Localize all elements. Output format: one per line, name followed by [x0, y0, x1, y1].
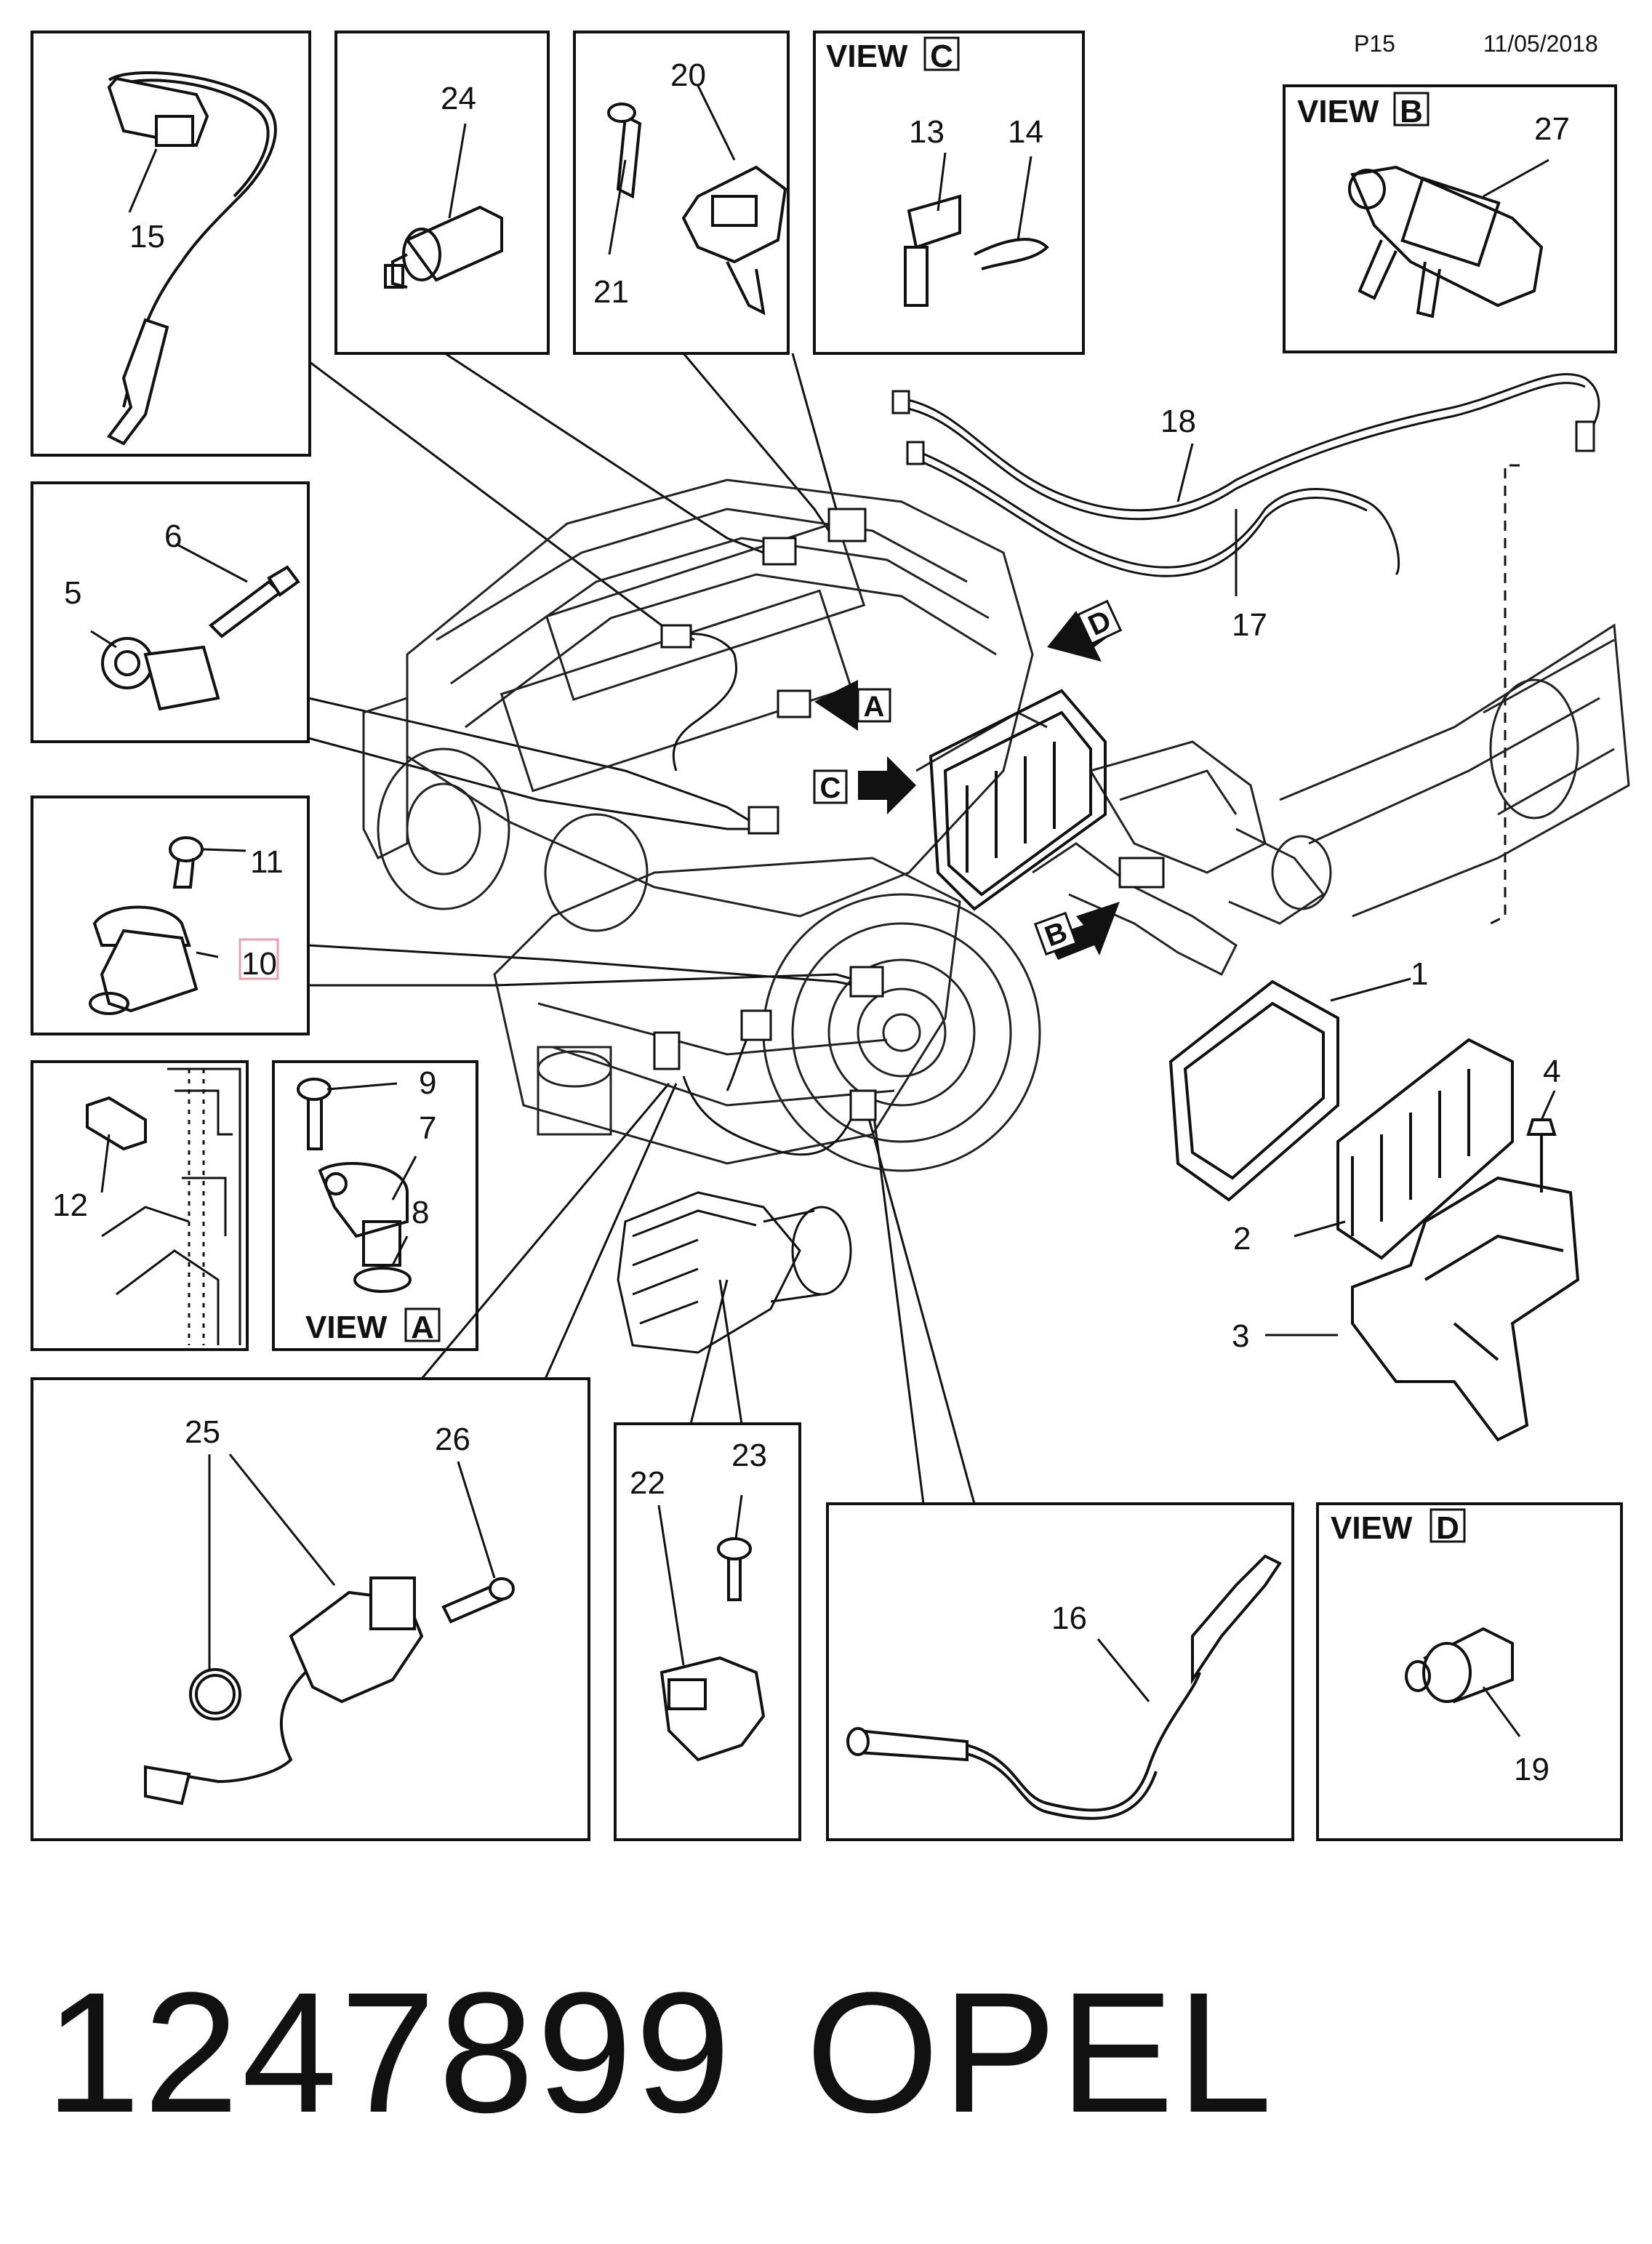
- view-d-drawing: [1405, 1627, 1514, 1704]
- callout-16: 16: [1051, 1600, 1087, 1636]
- ecu-exploded-parts: [1168, 979, 1580, 1442]
- view-a-letter: A: [411, 1310, 434, 1345]
- panel-sensor-10-11: [31, 796, 310, 1035]
- throttle-assembly: [617, 1191, 852, 1354]
- sensor-on-engine-20: [827, 508, 867, 542]
- callout-14: 14: [1008, 114, 1043, 150]
- sensor-on-engine-16: [849, 1089, 877, 1121]
- callout-leaders: [90, 85, 1556, 1737]
- leader-lines: [308, 352, 1520, 1504]
- harness-connector-17: [906, 441, 925, 465]
- callout-17: 17: [1232, 607, 1267, 643]
- part-1-cover: [1168, 979, 1339, 1202]
- harness-connector-end: [1575, 420, 1595, 452]
- callout-19: 19: [1514, 1752, 1549, 1787]
- sensor-on-engine-5: [747, 806, 779, 835]
- panel-oxygen-sensor-16: [826, 1502, 1294, 1841]
- callout-21: 21: [593, 274, 629, 310]
- panel-sensor-22-23: [614, 1422, 801, 1841]
- callout-25: 25: [185, 1414, 220, 1450]
- harness-connector-18: [891, 390, 910, 414]
- callout-27: 27: [1534, 111, 1570, 147]
- view-a-drawing: [297, 1078, 412, 1293]
- callout-18: 18: [1160, 404, 1196, 439]
- view-c-letter: C: [930, 39, 953, 74]
- page-code: P15: [1354, 31, 1395, 57]
- view-a-title: VIEW: [305, 1310, 388, 1345]
- view-c-drawing: [904, 194, 1049, 307]
- callout-22: 22: [630, 1465, 665, 1501]
- callout-6: 6: [164, 518, 182, 554]
- callout-9: 9: [419, 1065, 436, 1101]
- view-b-title: VIEW: [1297, 94, 1379, 129]
- callout-12: 12: [52, 1187, 88, 1223]
- panel-sensor-12: [31, 1060, 249, 1351]
- callout-1: 1: [1411, 956, 1428, 992]
- harness-wires: [668, 373, 1600, 1156]
- view-d-title: VIEW: [1331, 1510, 1413, 1546]
- engine-assembly: [362, 478, 1630, 1172]
- view-c-title: VIEW: [826, 39, 908, 74]
- panel-sensor-20-21: [573, 31, 790, 355]
- view-arrow-c: C: [813, 756, 916, 814]
- callout-26: 26: [435, 1422, 470, 1457]
- sensor-on-engine-25: [740, 1009, 772, 1041]
- part-number: 1247899: [45, 1957, 734, 2149]
- view-d-letter: D: [1436, 1510, 1459, 1546]
- callout-10: 10: [241, 946, 277, 982]
- panel-sensor-25-26: [31, 1377, 590, 1841]
- sensor-on-engine-15: [660, 624, 692, 649]
- callout-3: 3: [1232, 1318, 1249, 1354]
- callout-5: 5: [64, 575, 81, 611]
- sensor-15-drawing: [106, 71, 277, 446]
- diagram-date: 11/05/2018: [1483, 31, 1598, 57]
- sensor-20-21-drawing: [607, 103, 787, 316]
- brand-name: OPEL: [806, 1957, 1275, 2149]
- sensor-on-engine-a: [777, 689, 811, 718]
- callout-24: 24: [441, 81, 476, 116]
- view-b-drawing: [1348, 165, 1544, 318]
- callout-4: 4: [1543, 1054, 1560, 1089]
- sensor-16-drawing: [846, 1554, 1282, 1820]
- sensor-on-engine-27: [1118, 857, 1165, 889]
- view-arrow-d: D: [1047, 599, 1123, 662]
- panel-view-d: [1316, 1502, 1623, 1841]
- callout-11: 11: [250, 844, 284, 880]
- part-3-bracket: [1351, 1176, 1580, 1442]
- panel-view-b: [1283, 84, 1617, 353]
- callout-13: 13: [909, 114, 945, 150]
- sensor-22-23-drawing: [659, 1537, 766, 1762]
- callout-8: 8: [412, 1195, 429, 1230]
- sensor-10-11-drawing: [89, 836, 204, 1015]
- sensor-on-engine-24: [762, 537, 797, 566]
- sensor-5-6-drawing: [101, 565, 300, 711]
- part-2-ecu: [1336, 1038, 1514, 1260]
- callout-15: 15: [129, 219, 165, 255]
- ecu-module: [929, 689, 1107, 911]
- view-b-letter: B: [1400, 94, 1423, 129]
- callout-2: 2: [1233, 1221, 1251, 1257]
- sensor-12-drawing: [86, 1067, 241, 1345]
- sensor-on-engine-22: [653, 1031, 681, 1070]
- callout-10-highlight: [238, 938, 279, 980]
- callout-23: 23: [731, 1438, 767, 1473]
- panel-view-a: [272, 1060, 478, 1351]
- panel-pressure-sensor-24: [334, 31, 550, 355]
- sensor-on-engine-10: [849, 966, 884, 998]
- panel-view-c: [813, 31, 1085, 355]
- callout-20: 20: [670, 57, 706, 93]
- sensor-25-26-drawing: [144, 1576, 515, 1806]
- view-arrow-b: B: [1033, 902, 1120, 960]
- callout-7: 7: [419, 1110, 436, 1146]
- panel-oxygen-sensor-15: [31, 31, 311, 457]
- view-arrow-a-label: A: [864, 691, 885, 723]
- panel-bolt-5-6: [31, 481, 310, 743]
- view-arrow-a: A: [814, 680, 891, 731]
- callout-numbers: 15 24 20 21 13 14 27 18 17 6 5 11 10 12 …: [52, 57, 1570, 1787]
- view-arrow-c-label: C: [820, 772, 841, 804]
- sensor-24-drawing: [384, 205, 503, 289]
